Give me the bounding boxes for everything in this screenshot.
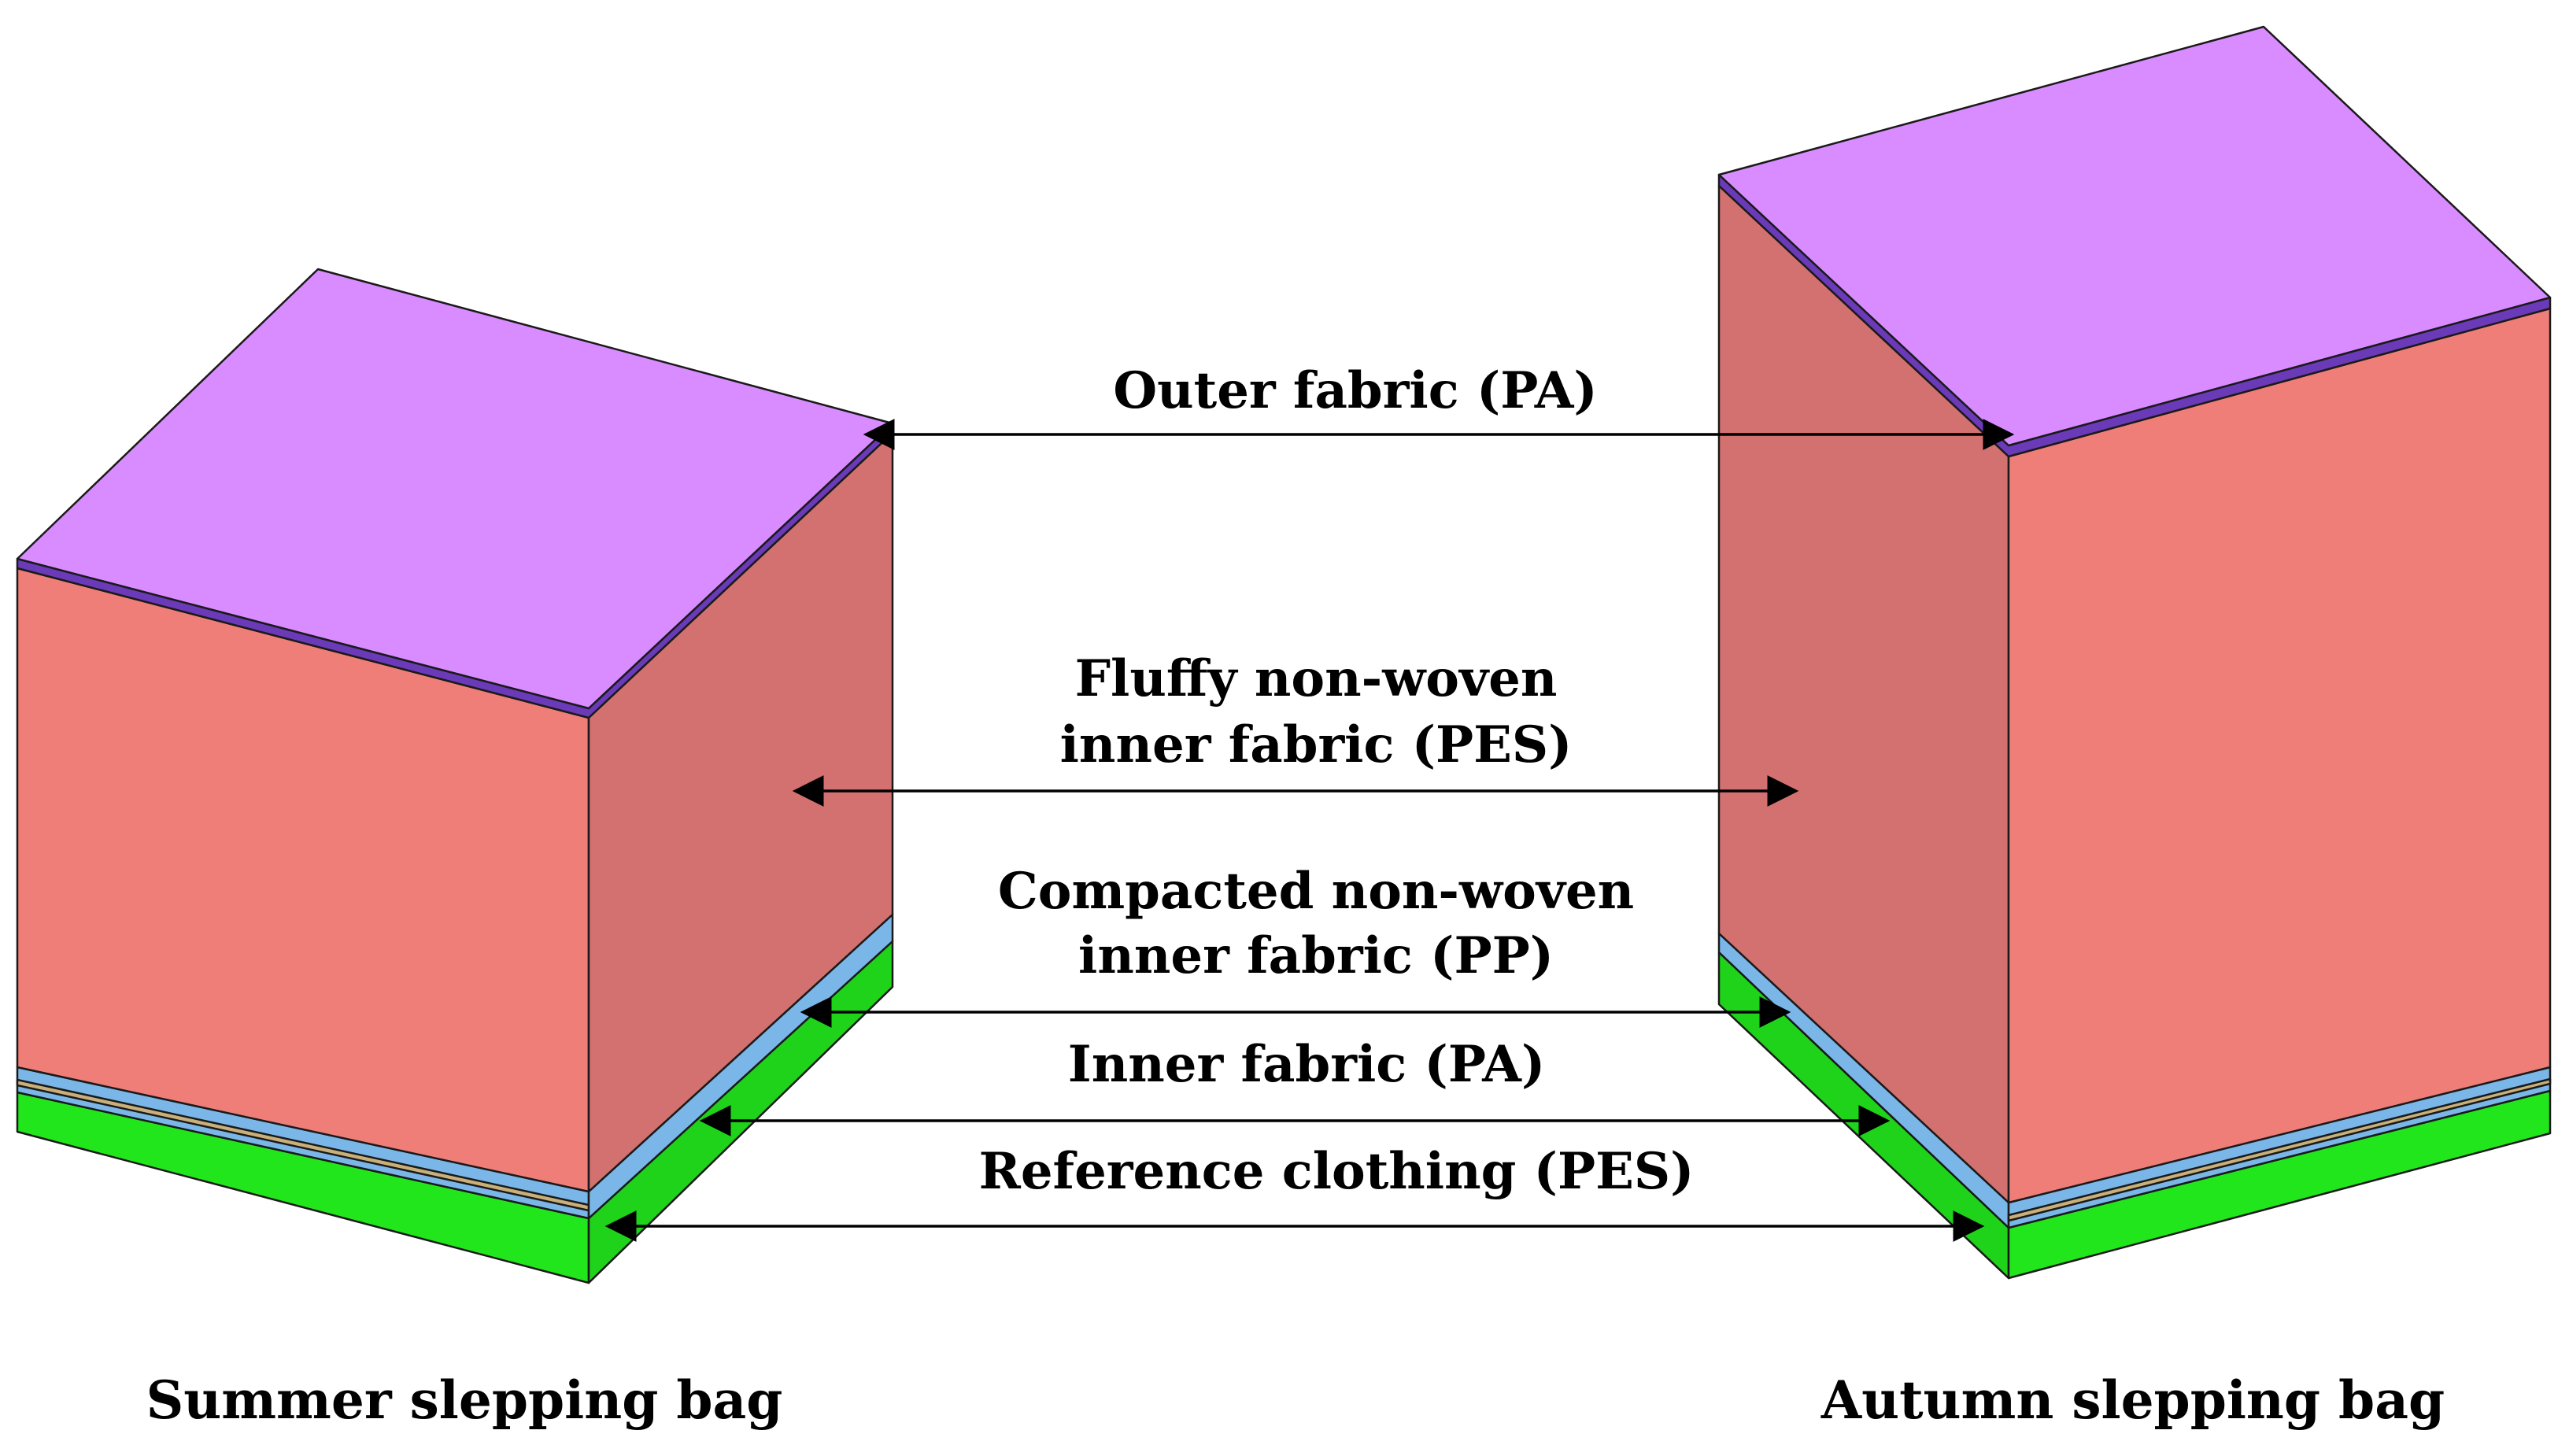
- label-fluffy-line2: inner fabric (PES): [1060, 715, 1573, 774]
- label-compacted-line2: inner fabric (PP): [1078, 926, 1554, 985]
- titles: Summer slepping bag Autumn slepping bag: [146, 1369, 2445, 1431]
- label-fluffy-line1: Fluffy non-woven: [1075, 649, 1558, 708]
- title-summer: Summer slepping bag: [146, 1369, 783, 1431]
- labels: Outer fabric (PA) Fluffy non-woven inner…: [979, 361, 1695, 1201]
- label-reference-clothing: Reference clothing (PES): [979, 1142, 1695, 1201]
- label-compacted-line1: Compacted non-woven: [998, 862, 1634, 921]
- autumn-fluffy-front: [2007, 307, 2552, 1204]
- autumn-tan-stripe: [2007, 1077, 2552, 1222]
- label-inner-fabric: Inner fabric (PA): [1068, 1035, 1545, 1094]
- title-autumn: Autumn slepping bag: [1820, 1369, 2445, 1431]
- autumn-top-face: [1717, 25, 2552, 447]
- arrows: [604, 419, 2015, 1242]
- summer-block: [16, 268, 894, 1284]
- autumn-block: [1717, 25, 2552, 1280]
- label-outer-fabric: Outer fabric (PA): [1113, 361, 1597, 420]
